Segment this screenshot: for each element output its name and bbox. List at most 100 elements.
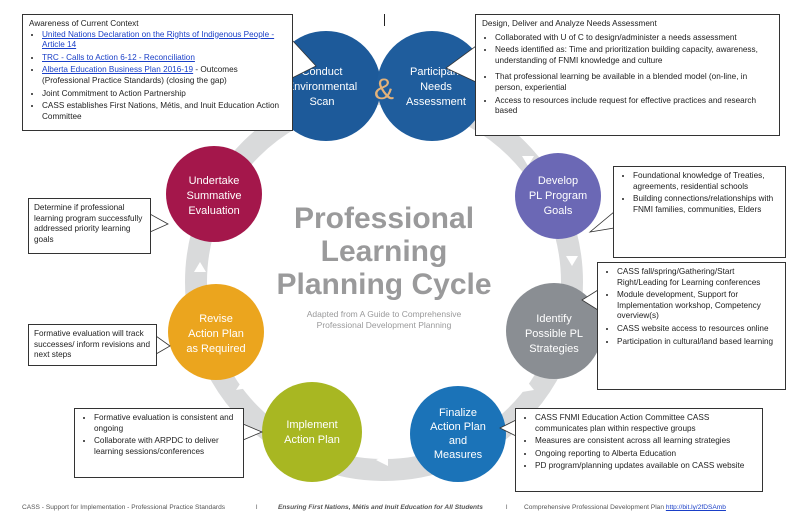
strategies-item-4: Participation in cultural/land based lea…	[617, 337, 779, 348]
node-conduct-line-2: Environmental	[287, 81, 357, 93]
node-identify-line-2: Possible PL	[525, 328, 583, 340]
measures-item-3: Ongoing reporting to Alberta Education	[535, 449, 756, 460]
callout-measures: CASS FNMI Education Action Committee CAS…	[515, 408, 763, 492]
node-revise-circle	[168, 284, 264, 380]
title-line-1: Professional	[294, 202, 474, 235]
footer-right: Comprehensive Professional Development P…	[524, 504, 726, 511]
strategies-item-1: CASS fall/spring/Gathering/Start Right/L…	[617, 267, 779, 288]
callout-formative: Formative evaluation will track successe…	[28, 324, 157, 366]
ring-arrow-1	[522, 156, 534, 166]
node-revise-line-3: as Required	[186, 343, 245, 355]
formative-text: Formative evaluation will track successe…	[34, 329, 151, 360]
ring-arrow-5	[236, 378, 248, 390]
measures-item-1: CASS FNMI Education Action Committee CAS…	[535, 413, 756, 434]
node-undertake-circle	[166, 146, 262, 242]
context-link-undrip[interactable]: United Nations Declaration on the Rights…	[42, 29, 275, 50]
context-item-5: CASS establishes First Nations, Métis, a…	[42, 101, 286, 122]
node-revise-line-1: Revise	[199, 313, 233, 325]
callout-strategies-list: CASS fall/spring/Gathering/Start Right/L…	[604, 267, 779, 347]
callout-goals: Foundational knowledge of Treaties, agre…	[613, 166, 786, 258]
callout-needs-list: Collaborated with U of C to design/admin…	[482, 33, 773, 117]
callout-summative: Determine if professional learning progr…	[28, 198, 151, 254]
callout-goals-list: Foundational knowledge of Treaties, agre…	[620, 171, 779, 215]
footer-center: Ensuring First Nations, Métis and Inuit …	[278, 504, 483, 511]
node-develop-line-1: Develop	[538, 175, 578, 187]
node-develop: Develop PL Program Goals	[515, 153, 601, 239]
node-finalize-line-4: Measures	[434, 449, 483, 461]
callout-implement-list: Formative evaluation is consistent and o…	[81, 413, 237, 457]
center-subtitle: Adapted from A Guide to Comprehensive Pr…	[307, 309, 462, 330]
node-finalize-line-1: Finalize	[439, 407, 477, 419]
node-identify-line-1: Identify	[536, 313, 572, 325]
node-implement-line-1: Implement	[286, 419, 337, 431]
node-develop-line-3: Goals	[544, 205, 573, 217]
ampersand-symbol: &	[374, 73, 394, 106]
center-title: Professional Learning Planning Cycle	[276, 202, 491, 301]
needs-item-2: Needs identified as: Time and prioritiza…	[495, 45, 773, 66]
subtitle-line-2: Professional Development Planning	[317, 320, 452, 330]
cursor-mark	[384, 14, 385, 26]
context-item-3: Alberta Education Business Plan 2016-19 …	[42, 65, 286, 86]
callout-implement: Formative evaluation is consistent and o…	[74, 408, 244, 478]
implement-item-2: Collaborate with ARPDC to deliver learni…	[94, 436, 237, 457]
ring-arrow-6	[194, 262, 206, 272]
needs-item-4: Access to resources include request for …	[495, 96, 773, 117]
node-undertake-line-1: Undertake	[189, 175, 240, 187]
node-participant-line-3: Assessment	[406, 96, 466, 108]
subtitle-line-1: Adapted from A Guide to Comprehensive	[307, 309, 462, 319]
footer-right-text: Comprehensive Professional Development P…	[524, 504, 666, 511]
node-conduct-line-1: Conduct	[302, 66, 343, 78]
context-item-5-text: CASS establishes First Nations, Métis, a…	[42, 101, 280, 121]
node-finalize-line-3: and	[449, 435, 467, 447]
footer-link[interactable]: http://bit.ly/2fDSAmb	[665, 504, 726, 511]
pointer-summative	[149, 213, 169, 233]
footer-sep-2: l	[506, 504, 508, 511]
goals-item-1: Foundational knowledge of Treaties, agre…	[633, 171, 779, 192]
context-item-1: United Nations Declaration on the Rights…	[42, 30, 286, 51]
callout-context: Awareness of Current Context United Nati…	[22, 14, 293, 131]
measures-item-2: Measures are consistent across all learn…	[535, 436, 756, 447]
node-implement: Implement Action Plan	[262, 382, 362, 482]
callout-context-label: Awareness of Current Context	[29, 19, 139, 28]
node-participant-line-2: Needs	[420, 81, 452, 93]
summative-text: Determine if professional learning progr…	[34, 203, 143, 244]
callout-strategies: CASS fall/spring/Gathering/Start Right/L…	[597, 262, 786, 390]
ring-arrow-2	[566, 256, 578, 266]
measures-item-4: PD program/planning updates available on…	[535, 461, 756, 472]
pointer-formative	[155, 335, 171, 355]
implement-item-1: Formative evaluation is consistent and o…	[94, 413, 237, 434]
context-item-4: Joint Commitment to Action Partnership	[42, 89, 286, 100]
node-develop-circle	[515, 153, 601, 239]
node-develop-line-2: PL Program	[529, 190, 587, 202]
node-identify-circle	[506, 283, 602, 379]
node-undertake-line-2: Summative	[186, 190, 241, 202]
context-link-business-plan[interactable]: Alberta Education Business Plan 2016-19	[42, 65, 194, 75]
node-revise-line-2: Action Plan	[188, 328, 244, 340]
node-undertake: Undertake Summative Evaluation	[166, 146, 262, 242]
node-finalize: Finalize Action Plan and Measures	[410, 386, 506, 482]
callout-needs: Design, Deliver and Analyze Needs Assess…	[475, 14, 780, 136]
footer-sep-1: l	[256, 504, 258, 511]
node-implement-line-2: Action Plan	[284, 434, 340, 446]
callout-needs-label: Design, Deliver and Analyze Needs Assess…	[482, 19, 657, 28]
callout-context-list: United Nations Declaration on the Rights…	[29, 30, 286, 123]
needs-item-3: That professional learning be available …	[495, 72, 773, 93]
node-revise: Revise Action Plan as Required	[168, 284, 264, 380]
node-implement-circle	[262, 382, 362, 482]
goals-item-2: Building connections/relationships with …	[633, 194, 779, 215]
node-identify-line-3: Strategies	[529, 343, 579, 355]
context-item-4-text: Joint Commitment to Action Partnership	[42, 88, 186, 98]
context-link-trc[interactable]: TRC - Calls to Action 6-12 - Reconciliat…	[42, 52, 195, 62]
ring-arrow-4	[376, 454, 388, 466]
node-undertake-line-3: Evaluation	[188, 205, 239, 217]
callout-measures-list: CASS FNMI Education Action Committee CAS…	[522, 413, 756, 472]
context-item-3-text: - Outcomes (Professional Practice Standa…	[42, 65, 238, 85]
node-finalize-line-2: Action Plan	[430, 421, 486, 433]
node-identify: Identify Possible PL Strategies	[506, 283, 602, 379]
needs-item-1: Collaborated with U of C to design/admin…	[495, 33, 773, 44]
title-line-3: Planning Cycle	[276, 268, 491, 301]
node-finalize-circle	[410, 386, 506, 482]
context-item-2: TRC - Calls to Action 6-12 - Reconciliat…	[42, 53, 286, 64]
ring-arrow-3	[522, 380, 534, 392]
